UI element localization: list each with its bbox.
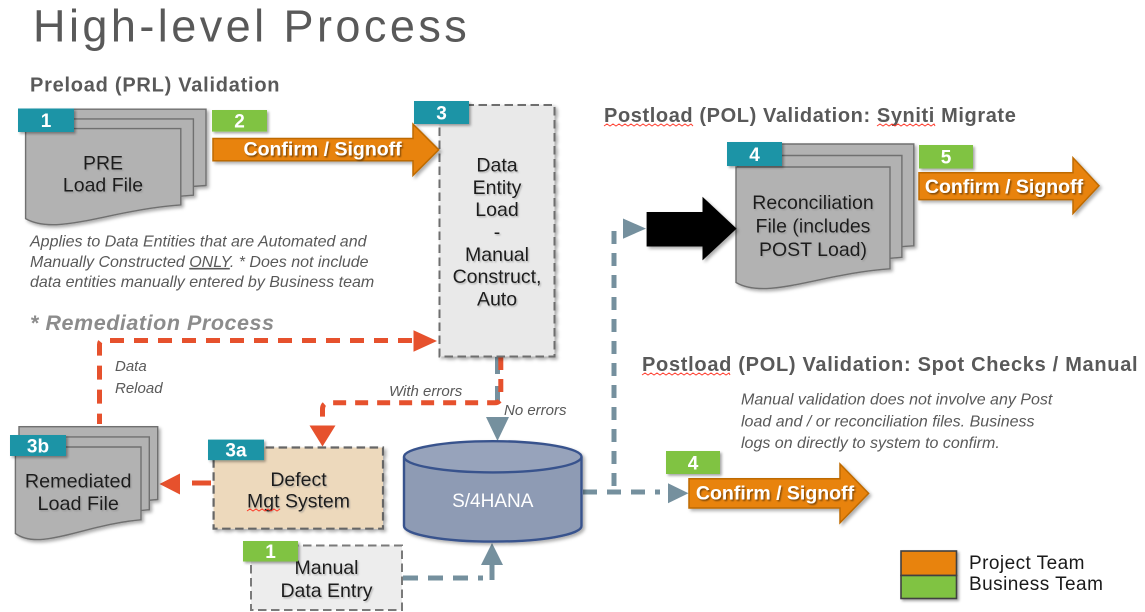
svg-text:3a: 3a [225,441,247,462]
svg-text:* Remediation Process: * Remediation Process [30,311,275,335]
svg-text:Project Team: Project Team [969,553,1085,574]
svg-text:logs on directly to system to: logs on directly to system to confirm. [741,435,1000,452]
svg-text:Data Entry: Data Entry [280,580,372,602]
svg-text:3: 3 [436,103,447,124]
svg-text:No errors: No errors [504,402,567,419]
svg-text:Construct,: Construct, [453,266,542,288]
svg-text:data entities manually entered: data entities manually entered by Busine… [30,274,374,291]
svg-text:4: 4 [688,453,699,474]
svg-text:-: - [494,222,501,244]
svg-text:Data: Data [115,358,147,375]
svg-text:3b: 3b [27,436,49,457]
svg-text:Remediated: Remediated [25,471,132,493]
svg-text:File (includes: File (includes [756,216,871,238]
svg-text:Manually Constructed ONLY. * D: Manually Constructed ONLY. * Does not in… [30,254,369,271]
svg-text:Applies to Data Entities that: Applies to Data Entities that are Automa… [29,234,368,251]
svg-text:Defect: Defect [270,469,327,491]
svg-text:load and / or reconciliation f: load and / or reconciliation files. Busi… [741,413,1035,430]
svg-text:High-level Process: High-level Process [33,1,470,52]
svg-text:1: 1 [265,542,276,563]
svg-text:Manual validation does not inv: Manual validation does not involve any P… [741,392,1053,409]
svg-text:Postload (POL) Validation: Spo: Postload (POL) Validation: Spot Checks /… [642,354,1138,376]
svg-text:Business Team: Business Team [969,574,1103,595]
svg-text:Entity: Entity [473,177,522,199]
svg-text:Load File: Load File [38,493,119,515]
svg-text:Load File: Load File [63,174,143,196]
svg-text:With errors: With errors [389,383,463,400]
svg-text:Auto: Auto [477,289,517,311]
svg-text:2: 2 [234,112,245,133]
svg-text:Preload (PRL) Validation: Preload (PRL) Validation [30,75,280,97]
svg-text:Reload: Reload [115,380,163,397]
svg-text:4: 4 [749,145,760,166]
svg-text:Manual: Manual [465,244,529,266]
svg-text:Load: Load [475,199,518,221]
svg-text:Confirm / Signoff: Confirm / Signoff [696,483,855,505]
svg-text:Mgt System: Mgt System [247,491,350,513]
svg-text:POST Load): POST Load) [759,239,867,261]
svg-text:Postload (POL) Validation: Syn: Postload (POL) Validation: Syniti Migrat… [604,105,1016,127]
svg-text:Reconciliation: Reconciliation [752,192,873,214]
svg-text:Data: Data [476,155,517,177]
svg-text:1: 1 [41,111,52,132]
svg-text:Manual: Manual [295,557,359,579]
svg-text:Confirm / Signoff: Confirm / Signoff [925,176,1084,198]
svg-text:5: 5 [941,148,952,169]
svg-text:PRE: PRE [83,153,123,175]
svg-text:S/4HANA: S/4HANA [452,491,534,512]
svg-text:Confirm / Signoff: Confirm / Signoff [244,139,403,161]
